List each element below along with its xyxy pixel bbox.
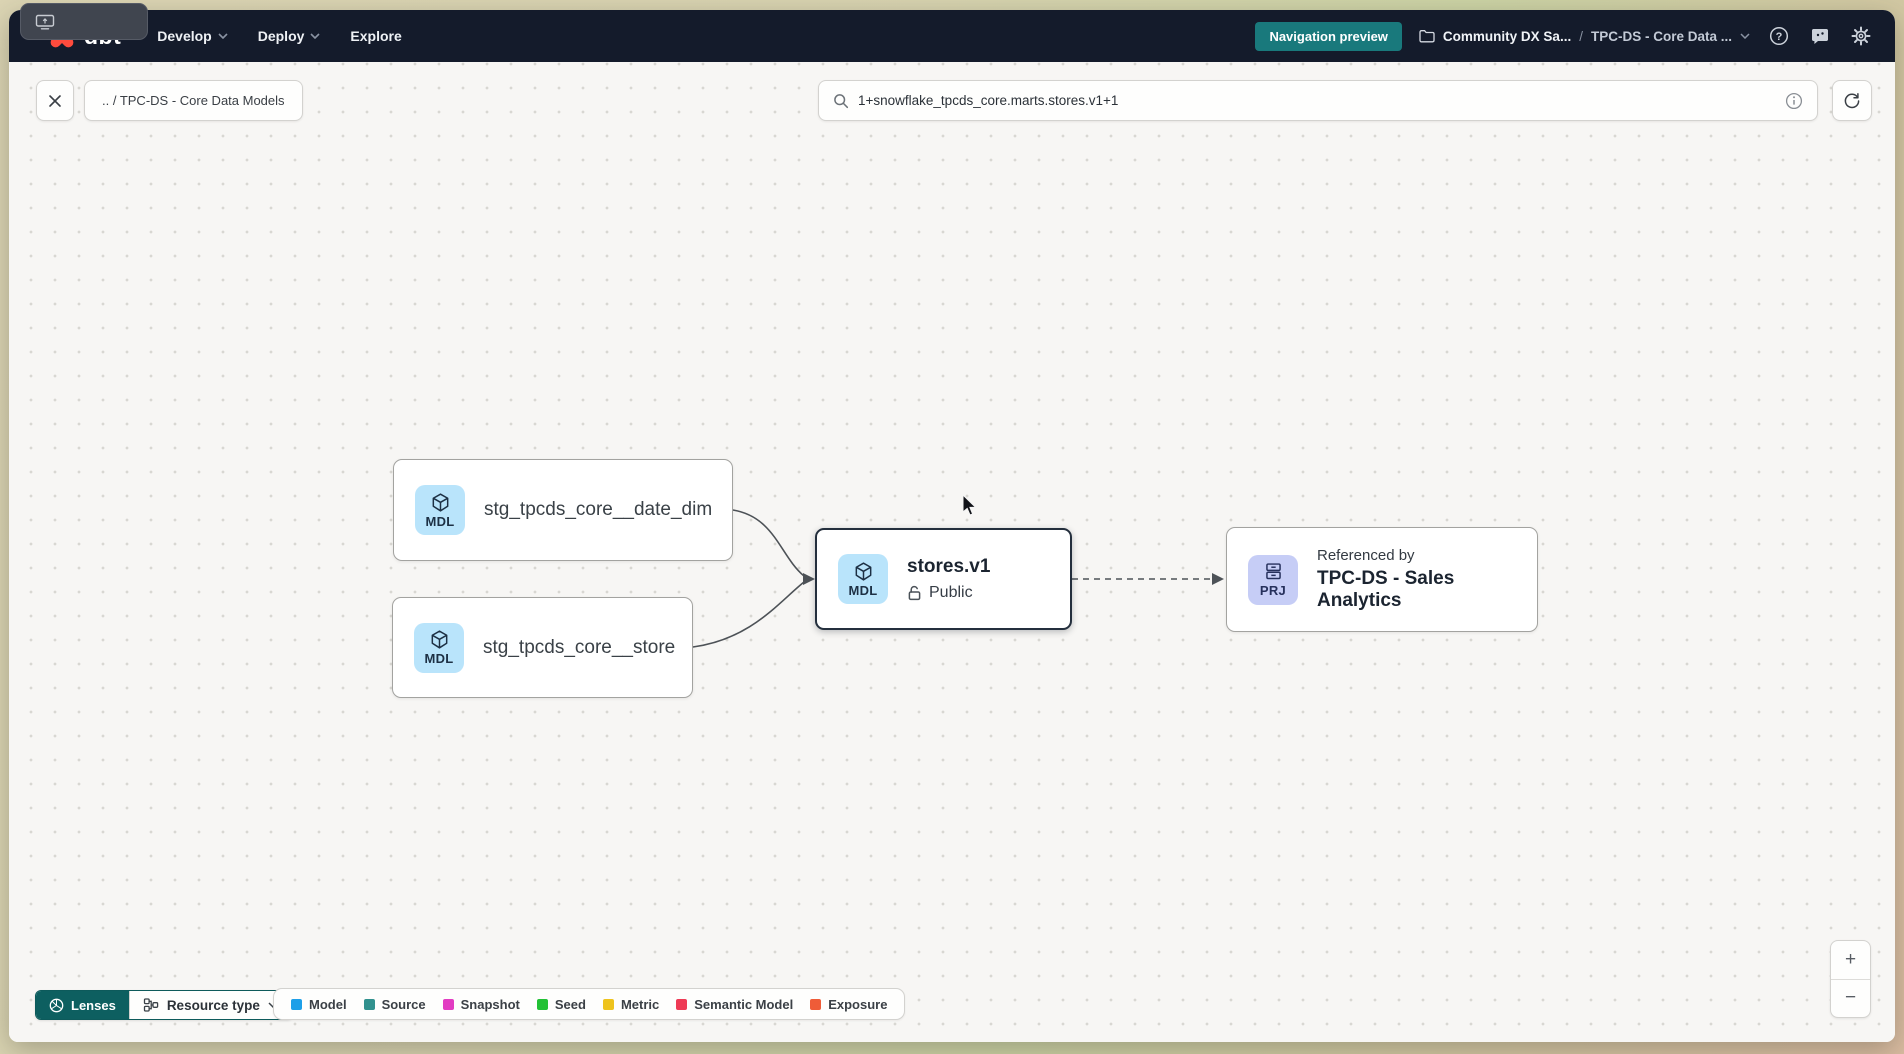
node-label: stg_tpcds_core__store (483, 636, 676, 658)
model-tile: MDL (415, 485, 465, 535)
legend-item-metric: Metric (602, 997, 659, 1012)
menu-deploy[interactable]: Deploy (258, 28, 321, 44)
legend-swatch (676, 998, 688, 1010)
help-icon: ? (1769, 26, 1789, 46)
legend-swatch (536, 998, 548, 1010)
cube-icon (855, 561, 871, 581)
lineage-path-chip[interactable]: .. / TPC-DS - Core Data Models (84, 80, 303, 121)
model-tile: MDL (838, 554, 888, 604)
legend-item-exposure: Exposure (810, 997, 887, 1012)
legend-swatch (291, 998, 302, 1010)
node-stores-v1[interactable]: MDL stores.v1 Public (815, 528, 1072, 630)
model-tile: MDL (414, 622, 464, 673)
resource-type-badge: PRJ (1259, 583, 1287, 598)
node-label: stg_tpcds_core__date_dim (484, 499, 713, 520)
feedback-bubble-icon (1812, 28, 1828, 44)
node-stg-tpcds-core-date-dim[interactable]: MDL stg_tpcds_core__date_dim (393, 459, 733, 561)
chevron-down-icon (218, 33, 228, 39)
cube-icon (431, 630, 447, 649)
info-icon[interactable] (1785, 92, 1803, 110)
close-lineage-button[interactable] (36, 80, 74, 121)
unlock-icon (908, 585, 921, 601)
zoom-out-button[interactable]: − (1831, 980, 1870, 1018)
lenses-label: Lenses (71, 997, 116, 1013)
zoom-controls: + − (1830, 940, 1871, 1018)
legend-swatch (602, 998, 614, 1010)
lens-icon (49, 998, 64, 1012)
screen-share-icon (35, 14, 55, 30)
refresh-lineage-button[interactable] (1832, 80, 1872, 121)
legend-swatch (363, 998, 375, 1010)
graph-nodes-icon (143, 998, 159, 1012)
breadcrumb-project[interactable]: TPC-DS - Core Data ... (1590, 28, 1732, 44)
search-icon (834, 93, 849, 108)
menu-explore[interactable]: Explore (350, 28, 402, 44)
referenced-by-label: Referenced by (1317, 547, 1415, 564)
node-label: TPC-DS - Sales Analytics (1317, 568, 1455, 611)
menu-develop[interactable]: Develop (157, 28, 228, 44)
resource-type-label: Resource type (166, 997, 260, 1013)
screen-share-indicator (20, 3, 148, 40)
lens-controls: Lenses Resource type (35, 990, 293, 1020)
resource-type-badge: MDL (848, 582, 878, 598)
refresh-icon (1844, 92, 1860, 108)
feedback-button[interactable] (1808, 24, 1832, 48)
help-button[interactable]: ? (1767, 24, 1791, 48)
chevron-down-icon (310, 33, 320, 39)
lineage-canvas[interactable]: .. / TPC-DS - Core Data Models MDL stg_t… (9, 62, 1895, 1042)
navigation-preview-badge[interactable]: Navigation preview (1255, 21, 1402, 51)
legend-item-snapshot: Snapshot (442, 997, 520, 1012)
legend-item-source: Source (363, 997, 426, 1012)
chevron-down-icon[interactable] (1740, 33, 1750, 39)
close-icon (49, 94, 61, 107)
resource-type-button[interactable]: Resource type (128, 991, 292, 1019)
lineage-search (818, 80, 1818, 121)
breadcrumb: Community DX Sa... / TPC-DS - Core Data … (1419, 29, 1750, 44)
settings-button[interactable] (1849, 24, 1873, 48)
access-label: Public (929, 584, 973, 601)
svg-text:?: ? (1776, 31, 1783, 43)
node-stg-tpcds-core-store[interactable]: MDL stg_tpcds_core__store (392, 597, 693, 698)
archive-icon (1265, 563, 1281, 580)
breadcrumb-account[interactable]: Community DX Sa... (1442, 28, 1572, 44)
node-label: stores.v1 (907, 556, 991, 577)
lineage-path-label: .. / TPC-DS - Core Data Models (102, 93, 285, 108)
app-window: dbt Develop Deploy Explore Navigation pr… (9, 10, 1895, 1042)
resource-legend: Model Source Snapshot Seed Metric Semant… (273, 988, 906, 1020)
legend-item-model: Model (291, 997, 347, 1012)
legend-item-semantic-model: Semantic Model (676, 997, 793, 1012)
top-navbar: dbt Develop Deploy Explore Navigation pr… (9, 10, 1895, 62)
mouse-cursor (962, 494, 977, 516)
folder-icon (1419, 30, 1435, 43)
lenses-button[interactable]: Lenses (36, 991, 129, 1019)
resource-type-badge: MDL (425, 513, 455, 529)
breadcrumb-separator: / (1579, 28, 1583, 44)
gear-icon (1851, 26, 1871, 46)
node-referenced-project[interactable]: PRJ Referenced by TPC-DS - Sales Analyti… (1226, 527, 1538, 632)
cube-icon (432, 492, 448, 512)
legend-swatch (442, 998, 454, 1010)
selector-input[interactable] (858, 93, 1776, 108)
resource-type-badge: MDL (424, 651, 454, 666)
zoom-in-button[interactable]: + (1831, 941, 1870, 980)
legend-item-seed: Seed (536, 997, 586, 1012)
legend-swatch (810, 998, 822, 1010)
project-tile: PRJ (1248, 554, 1298, 605)
